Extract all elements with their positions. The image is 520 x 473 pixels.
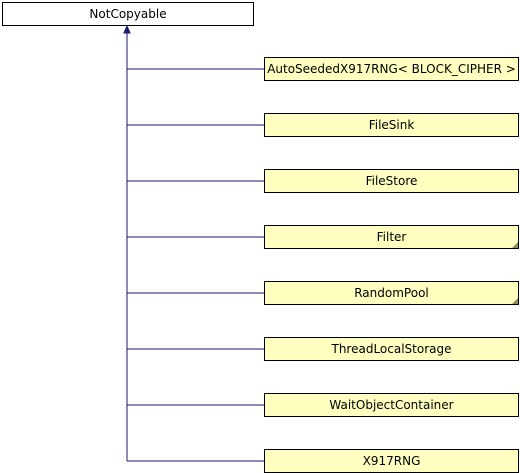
node-label: FileStore: [365, 174, 418, 188]
node-label-notcopyable: NotCopyable: [89, 7, 167, 21]
node-label: RandomPool: [354, 286, 429, 300]
node-label: AutoSeededX917RNG< BLOCK_CIPHER >: [267, 62, 516, 76]
node-label: FileSink: [368, 118, 415, 132]
node-autoseededx917rng[interactable]: AutoSeededX917RNG< BLOCK_CIPHER >: [264, 57, 519, 81]
node-label: X917RNG: [362, 454, 421, 468]
node-label: Filter: [376, 230, 407, 244]
collapsed-corner-icon: [512, 242, 518, 248]
node-filesink[interactable]: FileSink: [264, 113, 519, 137]
node-filter[interactable]: Filter: [264, 225, 519, 249]
collapsed-corner-icon: [512, 298, 518, 304]
node-label: WaitObjectContainer: [329, 398, 454, 412]
node-notcopyable[interactable]: NotCopyable: [2, 2, 254, 26]
inheritance-arrowhead-icon: [123, 24, 131, 34]
node-threadlocalstorage[interactable]: ThreadLocalStorage: [264, 337, 519, 361]
node-waitobjectcontainer[interactable]: WaitObjectContainer: [264, 393, 519, 417]
node-filestore[interactable]: FileStore: [264, 169, 519, 193]
node-label: ThreadLocalStorage: [331, 342, 452, 356]
node-x917rng[interactable]: X917RNG: [264, 449, 519, 473]
node-randompool[interactable]: RandomPool: [264, 281, 519, 305]
